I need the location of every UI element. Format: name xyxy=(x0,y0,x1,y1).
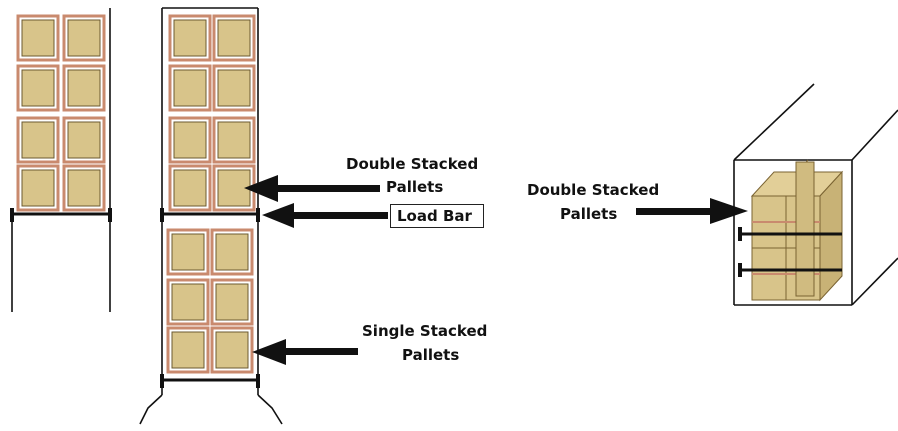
arrow-single-stacked xyxy=(252,339,358,365)
pallet xyxy=(210,326,254,374)
pallet xyxy=(16,116,60,164)
pallet xyxy=(168,14,212,62)
pallet xyxy=(168,64,212,112)
arrow-double-stacked-left xyxy=(244,175,380,202)
pallet xyxy=(62,14,106,62)
pallet xyxy=(166,228,210,276)
pallet xyxy=(62,64,106,112)
pallet xyxy=(166,278,210,326)
pallet xyxy=(62,164,106,212)
label-double-stacked-left-line1: Double Stacked xyxy=(346,155,479,173)
label-double-stacked-right-line1: Double Stacked xyxy=(527,181,660,199)
middle-trailer-left-skirt xyxy=(139,394,163,425)
pallet xyxy=(16,164,60,212)
container-3d xyxy=(733,83,898,306)
middle-trailer xyxy=(139,7,283,425)
pallets-layer xyxy=(16,14,256,374)
pallet xyxy=(210,228,254,276)
arrow-double-stacked-right xyxy=(636,198,748,224)
pallet xyxy=(212,116,256,164)
container-load-bar-lower xyxy=(738,263,842,277)
container-cargo xyxy=(750,159,844,302)
pallet xyxy=(210,278,254,326)
label-single-stacked-line2: Pallets xyxy=(402,346,460,364)
left-load-bar xyxy=(10,208,112,222)
label-single-stacked-line1: Single Stacked xyxy=(362,322,488,340)
middle-trailer-right-skirt xyxy=(257,394,283,425)
pallet xyxy=(62,116,106,164)
pallet xyxy=(16,14,60,62)
arrow-load-bar xyxy=(262,203,388,228)
pallet xyxy=(212,64,256,112)
pallet xyxy=(212,14,256,62)
middle-bottom-bar xyxy=(160,374,260,388)
pallet xyxy=(16,64,60,112)
pallet xyxy=(168,164,212,212)
pallet xyxy=(168,116,212,164)
left-trailer xyxy=(11,8,111,312)
middle-load-bar xyxy=(160,208,260,222)
label-double-stacked-right-line2: Pallets xyxy=(560,205,618,223)
label-double-stacked-left-line2: Pallets xyxy=(386,178,444,196)
container-load-bar-upper xyxy=(738,227,842,241)
pallet xyxy=(166,326,210,374)
label-load-bar: Load Bar xyxy=(390,204,484,228)
